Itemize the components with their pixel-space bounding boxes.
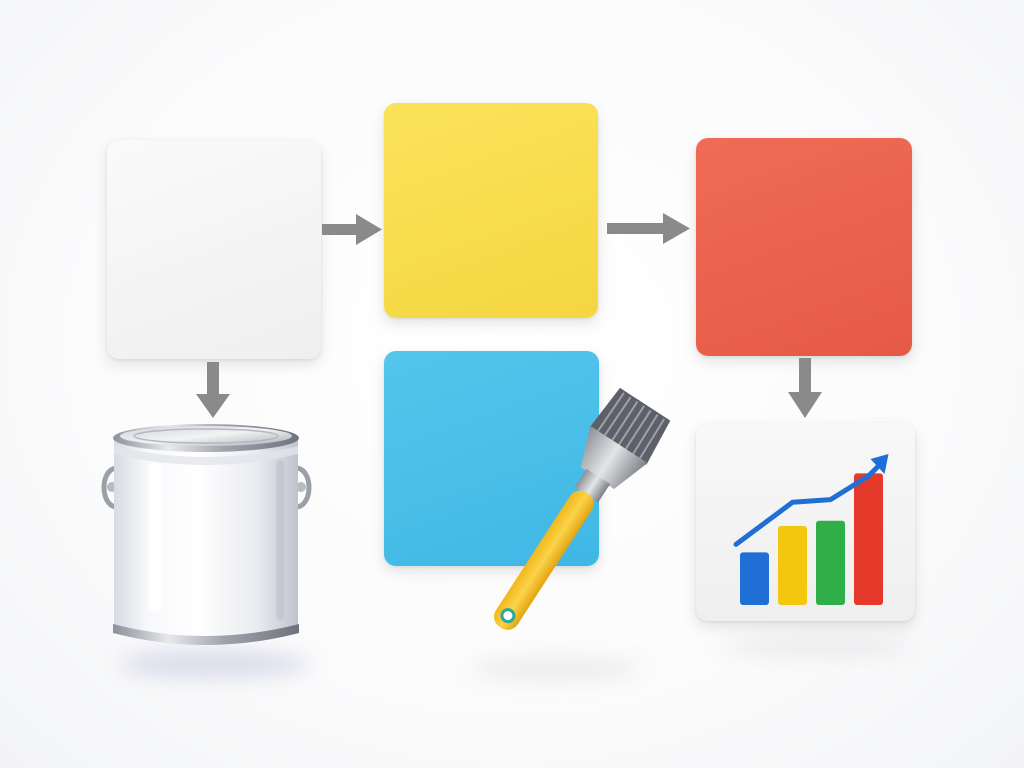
arrow-right-1 xyxy=(322,214,382,245)
arrow-right-2 xyxy=(607,213,690,244)
brush-shadow xyxy=(470,658,640,680)
arrow-down-1 xyxy=(196,362,230,418)
chart-bar-1 xyxy=(740,552,769,605)
growth-chart-card xyxy=(696,423,915,621)
arrow-down-2 xyxy=(788,358,822,418)
blank-square xyxy=(107,140,321,359)
paint-can-shadow xyxy=(120,650,310,678)
chart-trend-arrowhead xyxy=(870,453,889,474)
paintbrush-icon xyxy=(493,387,671,630)
growth-chart-icon xyxy=(733,453,889,605)
chart-trend-line xyxy=(733,459,885,547)
chart-bar-3 xyxy=(816,520,845,605)
brush-bristles xyxy=(589,387,671,465)
chart-bar-4 xyxy=(854,473,883,605)
paint-can-icon xyxy=(101,424,312,645)
red-square xyxy=(696,138,912,356)
chart-shadow xyxy=(720,636,910,656)
yellow-square xyxy=(384,103,598,318)
chart-bar-2 xyxy=(778,526,807,605)
